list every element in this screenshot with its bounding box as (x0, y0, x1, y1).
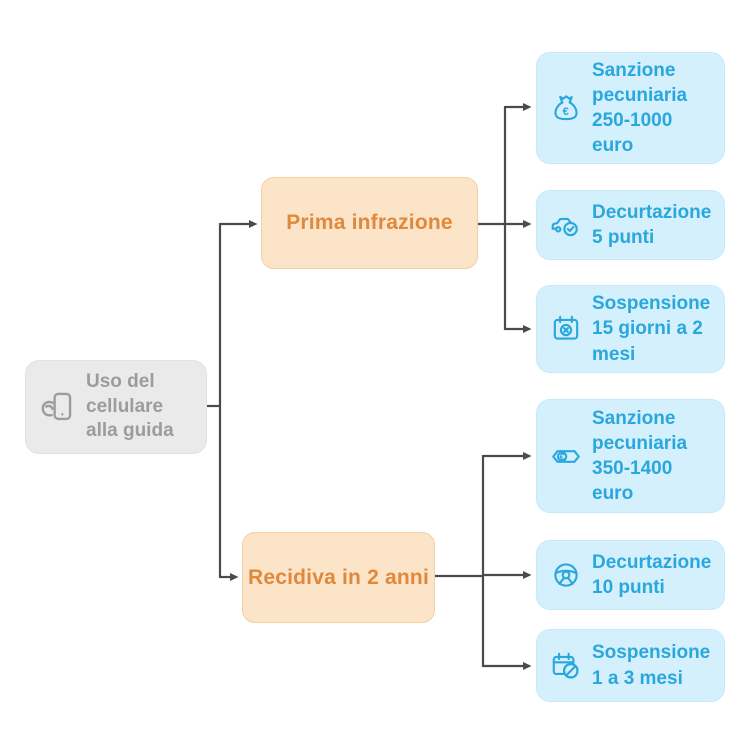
node-branch-recidiva: Recidiva in 2 anni (242, 532, 435, 623)
node-leaf-sanzione-250-1000: € Sanzione pecuniaria 250-1000 euro (536, 52, 725, 164)
node-root: Uso del cellulare alla guida (25, 360, 207, 454)
node-label: Sanzione pecuniaria 250-1000 euro (592, 59, 688, 157)
svg-text:€: € (563, 106, 569, 118)
node-label: Sanzione pecuniaria 350-1400 euro (592, 407, 688, 505)
car-check-icon (549, 208, 583, 242)
node-label: Uso del cellulare alla guida (86, 370, 174, 442)
node-leaf-sospensione-15gg-2mesi: Sospensione 15 giorni a 2 mesi (536, 285, 725, 373)
node-leaf-sospensione-1-3-mesi: Sospensione 1 a 3 mesi (536, 629, 725, 702)
phone-hand-icon (38, 388, 76, 426)
node-branch-prima-infrazione: Prima infrazione (261, 177, 478, 269)
node-label: Sospensione 15 giorni a 2 mesi (592, 293, 711, 365)
node-leaf-sanzione-350-1400: € Sanzione pecuniaria 350-1400 euro (536, 399, 725, 513)
node-leaf-decurtazione-10: Decurtazione 10 punti (536, 540, 725, 610)
calendar-x-icon (549, 312, 583, 346)
node-label: Sospensione 1 a 3 mesi (592, 642, 711, 689)
calendar-ban-icon (549, 649, 583, 683)
svg-text:€: € (560, 452, 565, 462)
node-label: Decurtazione 10 punti (592, 551, 712, 598)
node-label: Decurtazione 5 punti (592, 201, 712, 248)
euro-tag-icon: € (549, 439, 583, 473)
steering-wheel-icon (549, 558, 583, 592)
money-bag-euro-icon: € (549, 91, 583, 125)
node-label: Recidiva in 2 anni (248, 565, 429, 589)
node-leaf-decurtazione-5: Decurtazione 5 punti (536, 190, 725, 260)
node-label: Prima infrazione (286, 211, 453, 234)
